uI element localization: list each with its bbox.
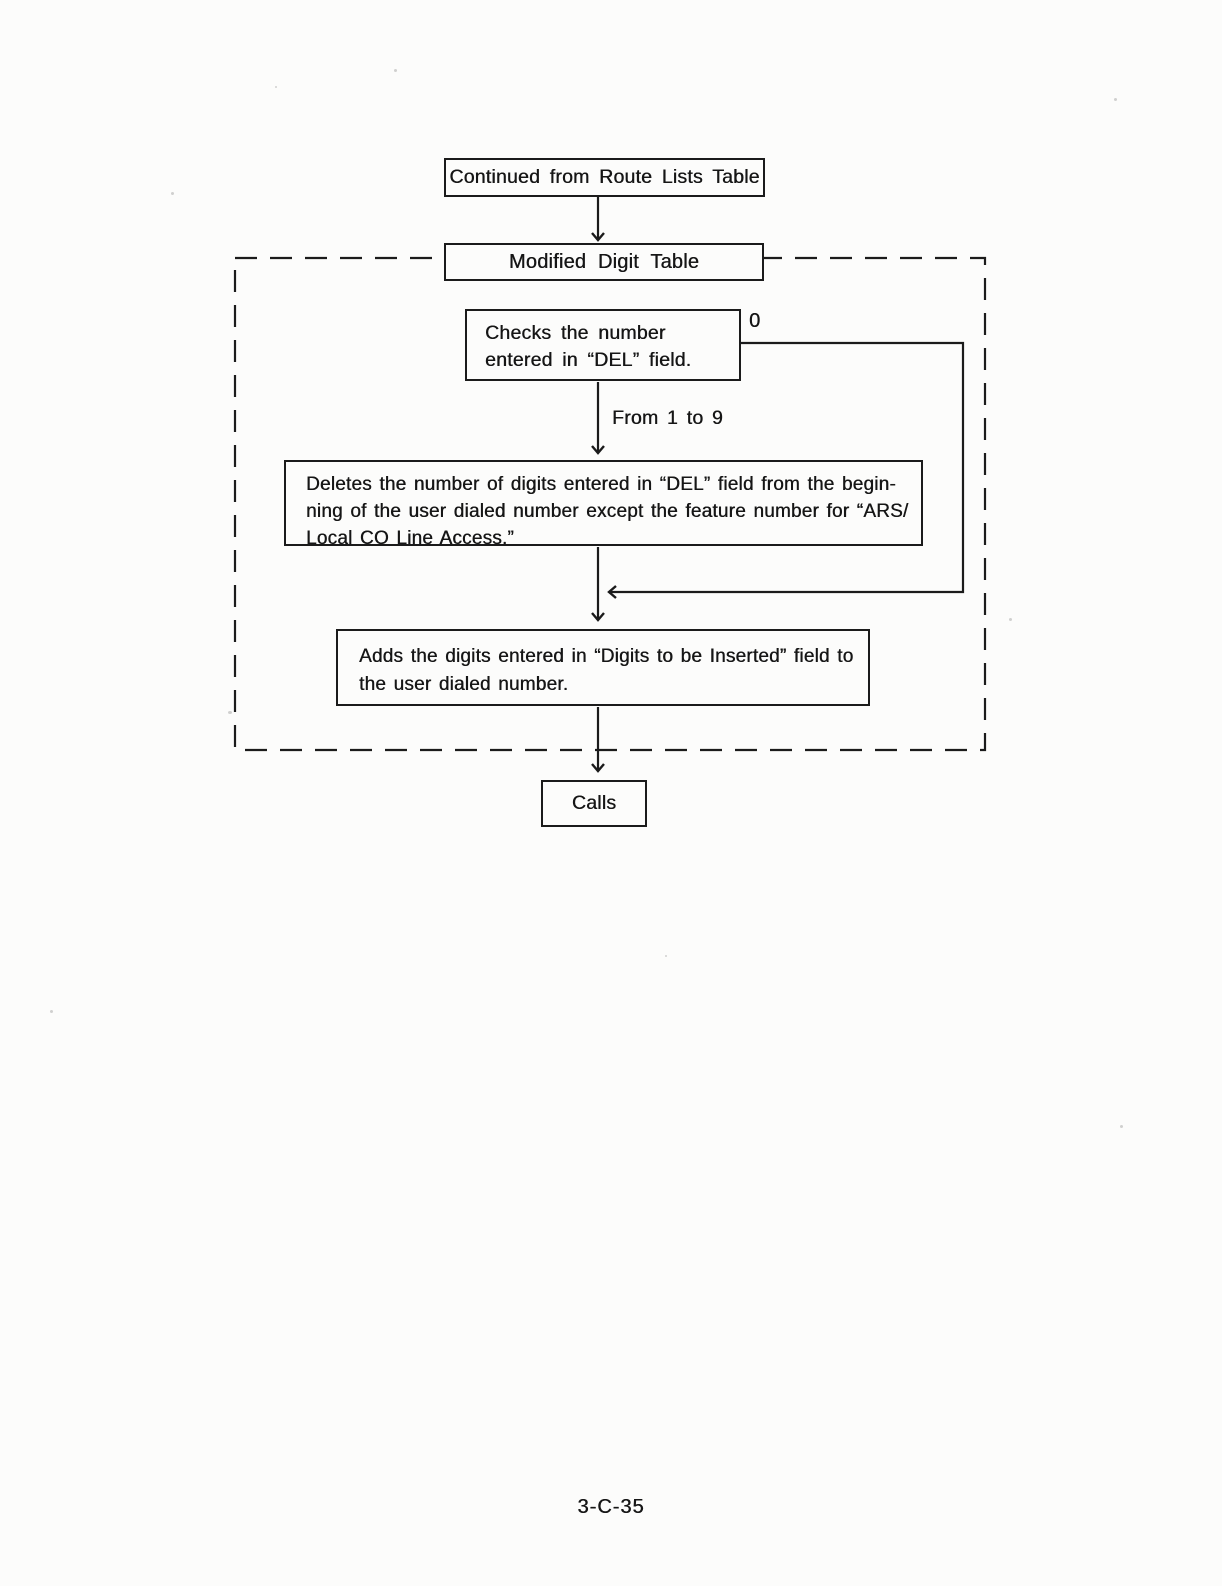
node-deletes-line3: Local CO Line Access.” — [306, 528, 514, 549]
node-calls: Calls — [541, 780, 647, 827]
node-checks-del-field: Checks the number entered in “DEL” field… — [465, 309, 741, 381]
node-adds-line2: the user dialed number. — [359, 674, 569, 695]
node-adds-digits: Adds the digits entered in “Digits to be… — [336, 629, 870, 706]
scan-speck — [1009, 618, 1012, 621]
scan-speck — [228, 711, 232, 714]
edge-label-zero: 0 — [749, 310, 761, 332]
node-continued-from-route-lists: Continued from Route Lists Table — [444, 158, 765, 197]
scan-speck — [1120, 1125, 1123, 1128]
node-deletes-line1: Deletes the number of digits entered in … — [306, 474, 896, 495]
node-calls-label: Calls — [571, 792, 617, 814]
edge-label-from-1-to-9: From 1 to 9 — [612, 407, 723, 429]
scan-speck — [275, 86, 277, 88]
node-continued-label: Continued from Route Lists Table — [449, 166, 760, 188]
scan-speck — [50, 1010, 53, 1013]
page-number: 3-C-35 — [577, 1496, 645, 1518]
scan-speck — [1114, 98, 1117, 101]
node-deletes-line2: ning of the user dialed number except th… — [306, 501, 909, 522]
scan-speck — [665, 955, 667, 957]
connector-zero-branch — [607, 341, 965, 599]
node-checks-line2: entered in “DEL” field. — [485, 349, 692, 371]
node-modified-label: Modified Digit Table — [508, 250, 700, 273]
node-modified-digit-table: Modified Digit Table — [444, 243, 764, 281]
scan-speck — [394, 69, 397, 72]
node-checks-line1: Checks the number — [485, 322, 666, 344]
node-deletes-digits: Deletes the number of digits entered in … — [284, 460, 923, 549]
node-adds-line1: Adds the digits entered in “Digits to be… — [359, 646, 854, 667]
scan-speck — [171, 192, 174, 195]
